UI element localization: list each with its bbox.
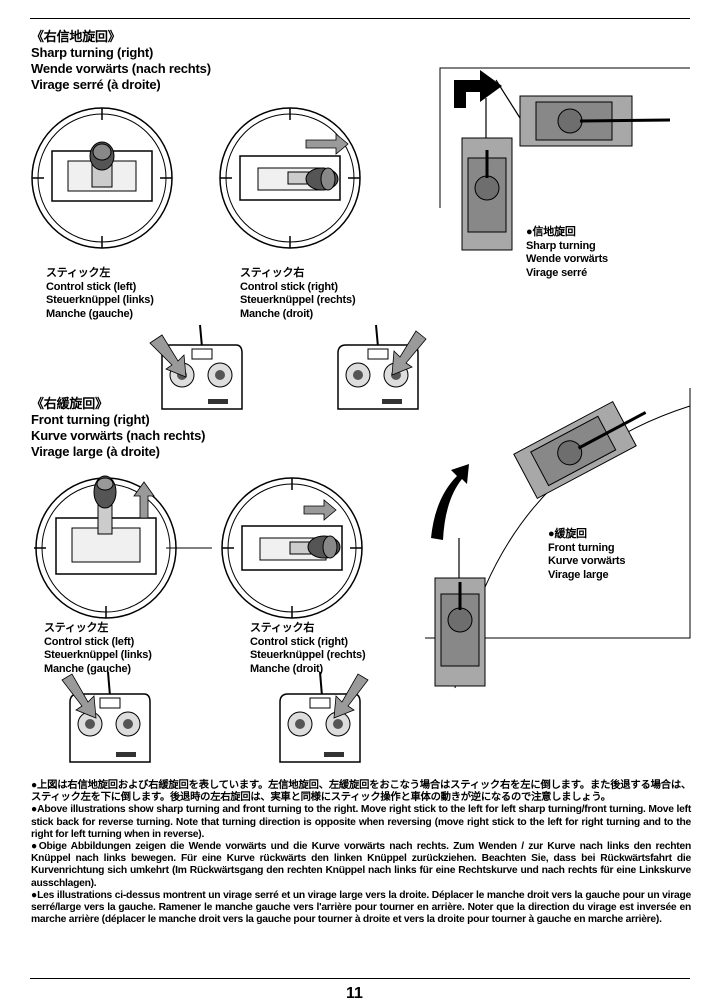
transmitter-icon-right-sharp: [337, 324, 427, 410]
section1-stick-right-caption: スティック右 Control stick (right) Steuerknüpp…: [240, 267, 356, 321]
caption-jp: スティック右: [250, 622, 315, 634]
section2-tank-caption: ●緩旋回 Front turning Kurve vorwärts Virage…: [548, 528, 625, 582]
page-number: 11: [346, 985, 363, 1002]
notes-jp: ●上図は右信地旋回および右緩旋回を表しています。左信地旋回、左緩旋回をおこなう場…: [31, 780, 691, 804]
caption-jp: ●緩旋回: [548, 528, 587, 540]
instruction-notes: ●上図は右信地旋回および右緩旋回を表しています。左信地旋回、左緩旋回をおこなう場…: [31, 780, 691, 926]
section2-title-jp: 《右緩旋回》: [31, 396, 108, 411]
section2-title-de: Kurve vorwärts (nach rechts): [31, 428, 206, 443]
tank-horizontal-icon: [495, 79, 671, 147]
caption-en: Control stick (right): [250, 635, 348, 648]
caption-jp: スティック右: [240, 267, 305, 279]
section1-stick-left-caption: スティック左 Control stick (left) Steuerknüppe…: [46, 267, 154, 321]
tank-vertical-icon: [434, 538, 486, 687]
notes-fr: ●Les illustrations ci-dessus montrent un…: [31, 889, 691, 926]
section2-stick-left-caption: スティック左 Control stick (left) Steuerknüppe…: [44, 622, 152, 676]
section1-title-jp: 《右信地旋回》: [31, 29, 121, 44]
transmitter-icon-left-sharp: [149, 324, 243, 410]
caption-en: Sharp turning: [526, 239, 596, 252]
caption-de: Steuerknüppel (rechts): [240, 294, 356, 306]
transmitter-icon-right-front: [279, 671, 369, 763]
caption-en: Control stick (right): [240, 280, 338, 293]
tank-front-turn-illustration: [425, 388, 691, 689]
caption-fr: Manche (droit): [240, 307, 313, 320]
section1-title-fr: Virage serré (à droite): [31, 77, 161, 92]
caption-de: Wende vorwärts: [526, 253, 608, 265]
caption-en: Control stick (left): [46, 280, 137, 293]
caption-fr: Manche (gauche): [44, 662, 131, 675]
caption-jp: スティック左: [44, 622, 109, 634]
caption-jp: ●信地旋回: [526, 226, 576, 238]
section1-title-de: Wende vorwärts (nach rechts): [31, 61, 211, 76]
caption-de: Steuerknüppel (rechts): [250, 649, 366, 661]
caption-en: Control stick (left): [44, 635, 135, 648]
caption-de: Kurve vorwärts: [548, 555, 626, 567]
section1-tank-caption: ●信地旋回 Sharp turning Wende vorwärts Virag…: [526, 226, 608, 280]
caption-fr: Manche (gauche): [46, 307, 133, 320]
transmitter-icon-left-front: [61, 671, 151, 763]
caption-de: Steuerknüppel (links): [46, 294, 154, 306]
stick-dial-right-sharp: [219, 107, 361, 249]
section1-title-en: Sharp turning (right): [31, 45, 154, 60]
bottom-rule: [30, 978, 690, 979]
stick-dial-left-front: [34, 475, 212, 619]
tank-sharp-turn-illustration: [439, 67, 690, 251]
section1-title: 《右信地旋回》 Sharp turning (right) Wende vorw…: [31, 29, 211, 93]
caption-fr: Virage large: [548, 568, 609, 581]
caption-fr: Manche (droit): [250, 662, 323, 675]
section2-title-fr: Virage large (à droite): [31, 444, 160, 459]
section2-stick-right-caption: スティック右 Control stick (right) Steuerknüpp…: [250, 622, 366, 676]
caption-en: Front turning: [548, 541, 615, 554]
top-rule: [30, 18, 690, 19]
caption-fr: Virage serré: [526, 266, 588, 279]
caption-jp: スティック左: [46, 267, 111, 279]
tank-vertical-icon: [461, 98, 513, 251]
stick-dial-left-sharp: [31, 107, 173, 249]
section2-title-en: Front turning (right): [31, 412, 150, 427]
caption-de: Steuerknüppel (links): [44, 649, 152, 661]
notes-de: ●Obige Abbildungen zeigen die Wende vorw…: [31, 841, 691, 889]
tank-angled-icon: [513, 400, 647, 500]
section2-title: 《右緩旋回》 Front turning (right) Kurve vorwä…: [31, 396, 205, 460]
notes-en: ●Above illustrations show sharp turning …: [31, 804, 691, 840]
stick-dial-right-front: [221, 477, 363, 619]
